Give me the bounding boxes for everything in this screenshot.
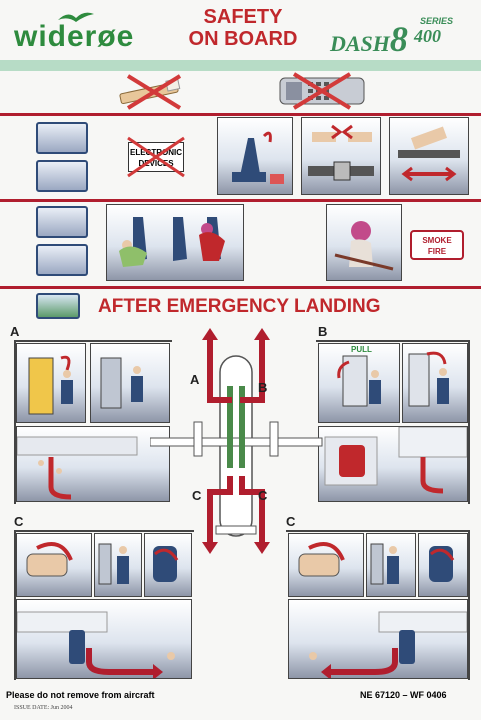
issue-date: ISSUE DATE: Jun 2004 [14, 705, 73, 711]
no-smoking-icon [119, 74, 182, 110]
exit-c-left-evacuate-icon [16, 611, 175, 680]
oxygen-mask-icon [334, 221, 394, 271]
smoke-line2: FIRE [427, 247, 447, 256]
diagram-exit-c-right-label: C [258, 488, 268, 503]
exit-b-pull-panel [318, 343, 400, 423]
exit-c-left-seat-icon [153, 546, 179, 582]
belt-release-icon [398, 126, 460, 182]
exit-c-left-handle-icon [26, 542, 73, 577]
no-mobile-phone-icon [279, 72, 365, 110]
exit-b-open-icon [408, 351, 449, 407]
exit-c-left-label: C [14, 514, 24, 529]
section-divider-1 [0, 113, 481, 116]
footer-notice: Please do not remove from aircraft [6, 690, 155, 700]
exit-c-left-push-icon [98, 543, 129, 585]
exit-c-right-group [286, 530, 470, 680]
exit-c-left-handle-panel [16, 533, 92, 597]
safety-title-line2: ON BOARD [188, 28, 298, 50]
exit-b-pull-icon [337, 355, 381, 407]
header-green-bar [0, 60, 481, 71]
pull-label: PULL [351, 345, 372, 354]
exit-b-evacuate-icon [324, 426, 468, 494]
smoke-fire-sign: SMOKE FIRE [410, 230, 464, 260]
exit-c-left-seat-panel [144, 533, 192, 597]
exit-c-right-seat-icon [429, 546, 455, 582]
seatbelt-fasten-panel [301, 117, 381, 195]
exit-a-door-icon [28, 355, 73, 415]
aircraft-model: DASH8 [330, 18, 408, 60]
aircraft-descent-icon [36, 244, 88, 276]
brace-position-icon [119, 217, 225, 267]
exit-c-right-label: C [286, 514, 296, 529]
exit-a-door-open-panel [16, 343, 86, 423]
safety-title-line1: SAFETY [203, 6, 283, 28]
devices-line1: ELECTRONIC [130, 148, 182, 157]
model-prefix: DASH [330, 31, 390, 56]
aircraft-landed-icon [36, 293, 80, 319]
aircraft-takeoff-icon [36, 160, 88, 192]
exit-c-left-group [14, 530, 194, 680]
exit-c-right-push-icon [370, 543, 399, 585]
bird-icon [58, 12, 94, 22]
exit-c-right-evacuate-icon [309, 611, 468, 680]
exit-b-open-panel [402, 343, 468, 423]
exit-b-label: B [318, 324, 328, 339]
brace-position-panel [106, 204, 244, 281]
series-number: 400 [414, 26, 441, 46]
diagram-exit-b-label: B [258, 380, 268, 395]
smoke-line1: SMOKE [422, 236, 452, 245]
diagram-exit-c-left-label: C [192, 488, 202, 503]
exit-c-left-push-panel [94, 533, 142, 597]
seat-upright-icon [232, 131, 284, 184]
exit-c-right-push-panel [366, 533, 416, 597]
wideroe-logo: widerøe [14, 20, 135, 53]
aircraft-exit-diagram [150, 328, 323, 554]
exit-a-evacuate-icon [16, 436, 138, 500]
exit-b-evacuate-panel [318, 426, 468, 502]
exit-c-right-evacuate-panel [288, 599, 468, 680]
oxygen-mask-panel [326, 204, 402, 281]
exit-c-right-handle-icon [298, 542, 345, 577]
exit-c-right-seat-panel [418, 533, 468, 597]
exit-a-group [14, 340, 172, 504]
exit-a-push-panel [90, 343, 170, 423]
safety-title: SAFETY ON BOARD [178, 6, 308, 50]
exit-c-right-handle-panel [288, 533, 364, 597]
document-code: NE 67120 – WF 0406 [360, 690, 447, 700]
exit-c-left-evacuate-panel [16, 599, 192, 680]
exit-a-evacuate-panel [16, 426, 170, 502]
section-divider-3 [0, 286, 481, 289]
section-divider-2 [0, 199, 481, 202]
seatbelt-icon [308, 124, 374, 181]
seat-upright-panel [217, 117, 293, 195]
exit-a-label: A [10, 324, 20, 339]
after-emergency-landing-heading: AFTER EMERGENCY LANDING [98, 296, 381, 317]
model-number: 8 [389, 19, 408, 59]
devices-cross-icon [127, 136, 185, 178]
aircraft-taxi-icon [36, 122, 88, 154]
electronic-devices-sign: ELECTRONIC DEVICES [128, 142, 184, 172]
seatbelt-release-panel [389, 117, 469, 195]
aircraft-climb-icon [36, 206, 88, 238]
series-label: SERIES [420, 16, 454, 26]
devices-line2: DEVICES [138, 159, 174, 168]
exit-a-push-icon [100, 357, 143, 409]
exit-b-group [316, 340, 470, 504]
diagram-exit-a-label: A [190, 372, 200, 387]
